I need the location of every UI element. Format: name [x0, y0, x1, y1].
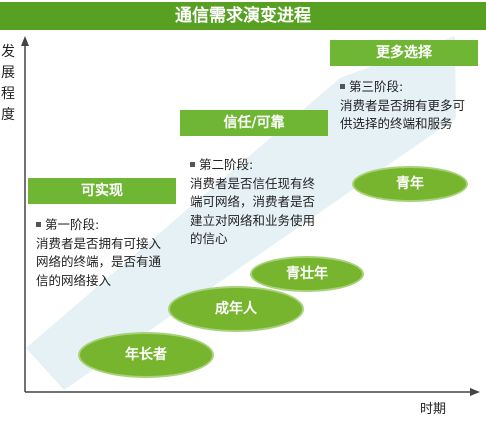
age-group-elderly: 年长者 — [78, 332, 214, 378]
age-group-youth: 青年 — [352, 166, 468, 202]
x-axis-label: 时期 — [420, 402, 447, 417]
bullet-icon — [340, 84, 345, 89]
stage-2-header: 信任/可靠 — [180, 110, 328, 136]
stage-3-label: 第三阶段: — [349, 79, 404, 94]
y-axis-label: 发展程度 — [1, 44, 15, 123]
stage-1-description: 第一阶段: 消费者是否拥有可接入网络的终端，是否有通信的网络接入 — [36, 216, 164, 290]
stage-2-description: 第二阶段: 消费者是否信任现有终端可网络，消费者是否建立对网络和业务使用的信心 — [190, 156, 318, 249]
x-axis-arrowhead — [470, 388, 480, 396]
stage-3-header: 更多选择 — [330, 40, 478, 66]
stage-1-text: 消费者是否拥有可接入网络的终端，是否有通信的网络接入 — [36, 235, 162, 288]
page-title: 通信需求演变进程 — [0, 2, 486, 30]
age-group-young-adult: 青壮年 — [250, 256, 364, 292]
stage-2-text: 消费者是否信任现有终端可网络，消费者是否建立对网络和业务使用的信心 — [190, 175, 316, 247]
stage-1-header: 可实现 — [28, 178, 176, 204]
growth-arrow-band — [26, 36, 456, 390]
stage-3-text: 消费者是否拥有更多可供选择的终端和服务 — [340, 97, 466, 132]
age-group-adult: 成年人 — [168, 286, 304, 332]
stage-2-label: 第二阶段: — [199, 157, 254, 172]
y-axis-arrowhead — [21, 36, 29, 46]
stage-3-description: 第三阶段: 消费者是否拥有更多可供选择的终端和服务 — [340, 78, 470, 134]
stage-1-label: 第一阶段: — [45, 217, 100, 232]
bullet-icon — [190, 162, 195, 167]
bullet-icon — [36, 222, 41, 227]
